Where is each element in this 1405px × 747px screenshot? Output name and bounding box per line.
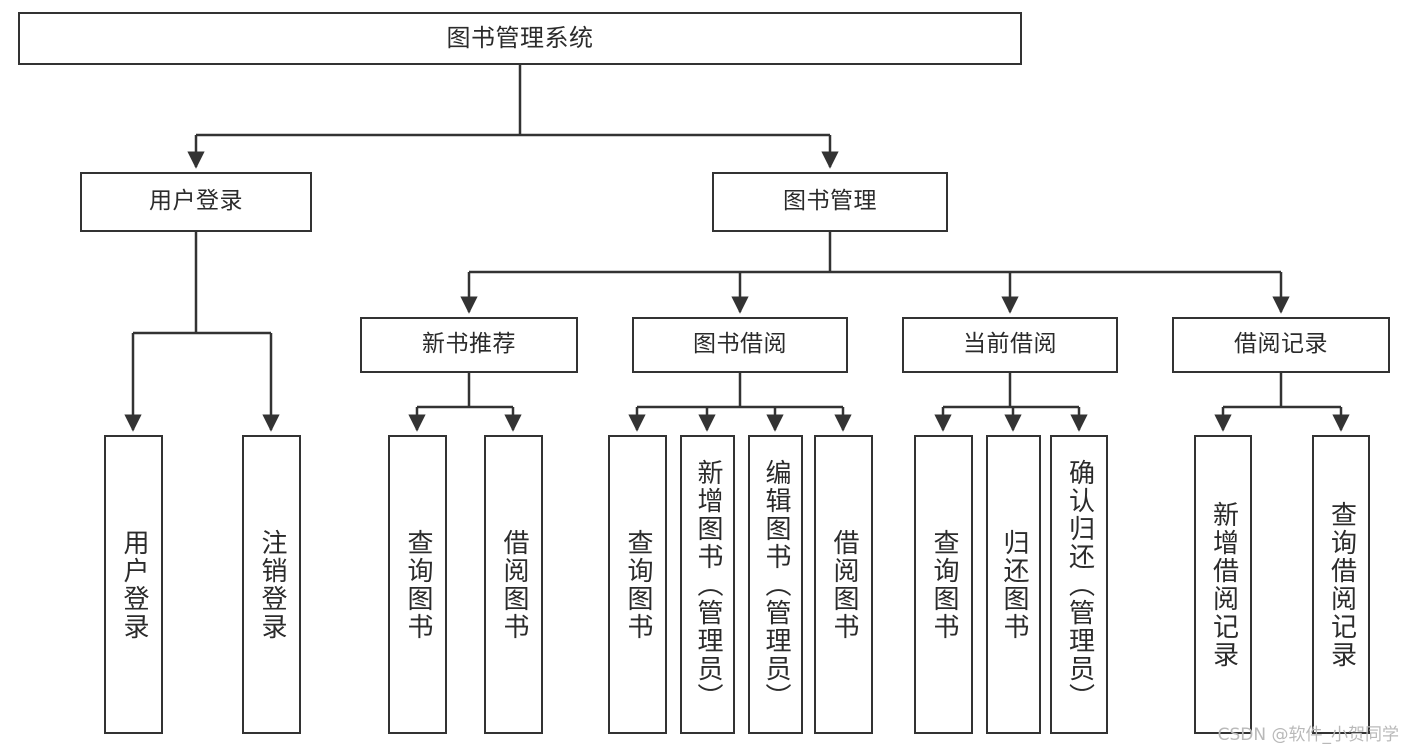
leaf-book-borrow-query[interactable]: 查询图书 bbox=[608, 435, 667, 734]
node-book-borrow[interactable]: 图书借阅 bbox=[632, 317, 848, 373]
node-label: 用户登录 bbox=[149, 188, 243, 215]
node-label: 借阅记录 bbox=[1234, 331, 1328, 358]
node-root-system[interactable]: 图书管理系统 bbox=[18, 12, 1022, 65]
node-label: 图书借阅 bbox=[693, 331, 787, 358]
node-label: 当前借阅 bbox=[963, 331, 1057, 358]
leaf-user-login-login[interactable]: 用户登录 bbox=[104, 435, 163, 734]
node-book-management[interactable]: 图书管理 bbox=[712, 172, 948, 232]
node-label: 借阅图书 bbox=[829, 528, 860, 641]
leaf-borrow-record-query[interactable]: 查询借阅记录 bbox=[1312, 435, 1370, 734]
leaf-borrow-record-add[interactable]: 新增借阅记录 bbox=[1194, 435, 1252, 734]
node-label: 查询借阅记录 bbox=[1326, 500, 1357, 669]
leaf-user-login-logout[interactable]: 注销登录 bbox=[242, 435, 301, 734]
node-user-login[interactable]: 用户登录 bbox=[80, 172, 312, 232]
node-label: 新书推荐 bbox=[422, 331, 516, 358]
leaf-book-borrow-borrow[interactable]: 借阅图书 bbox=[814, 435, 873, 734]
leaf-new-book-borrow[interactable]: 借阅图书 bbox=[484, 435, 543, 734]
leaf-current-borrow-query[interactable]: 查询图书 bbox=[914, 435, 973, 734]
node-label: 图书管理 bbox=[783, 188, 877, 215]
node-new-book-recommend[interactable]: 新书推荐 bbox=[360, 317, 578, 373]
node-borrow-record[interactable]: 借阅记录 bbox=[1172, 317, 1390, 373]
leaf-book-borrow-add[interactable]: 新增图书（管理员） bbox=[680, 435, 735, 734]
node-label: 查询图书 bbox=[929, 528, 960, 641]
leaf-book-borrow-edit[interactable]: 编辑图书（管理员） bbox=[748, 435, 803, 734]
node-label: 查询图书 bbox=[623, 528, 654, 641]
node-label: 注销登录 bbox=[257, 528, 288, 641]
node-label: 编辑图书（管理员） bbox=[761, 458, 792, 711]
node-current-borrow[interactable]: 当前借阅 bbox=[902, 317, 1118, 373]
node-label: 借阅图书 bbox=[499, 528, 530, 641]
leaf-current-borrow-return[interactable]: 归还图书 bbox=[986, 435, 1041, 734]
leaf-current-borrow-confirm-return[interactable]: 确认归还（管理员） bbox=[1050, 435, 1108, 734]
node-label: 查询图书 bbox=[403, 528, 434, 641]
node-label: 新增借阅记录 bbox=[1208, 500, 1239, 669]
node-label: 归还图书 bbox=[999, 528, 1030, 641]
node-label: 新增图书（管理员） bbox=[693, 458, 724, 711]
node-label: 用户登录 bbox=[119, 528, 150, 641]
node-label: 确认归还（管理员） bbox=[1064, 458, 1095, 711]
watermark-text: CSDN @软件_小贺同学 bbox=[1217, 725, 1399, 745]
leaf-new-book-query[interactable]: 查询图书 bbox=[388, 435, 447, 734]
node-label: 图书管理系统 bbox=[446, 24, 594, 53]
